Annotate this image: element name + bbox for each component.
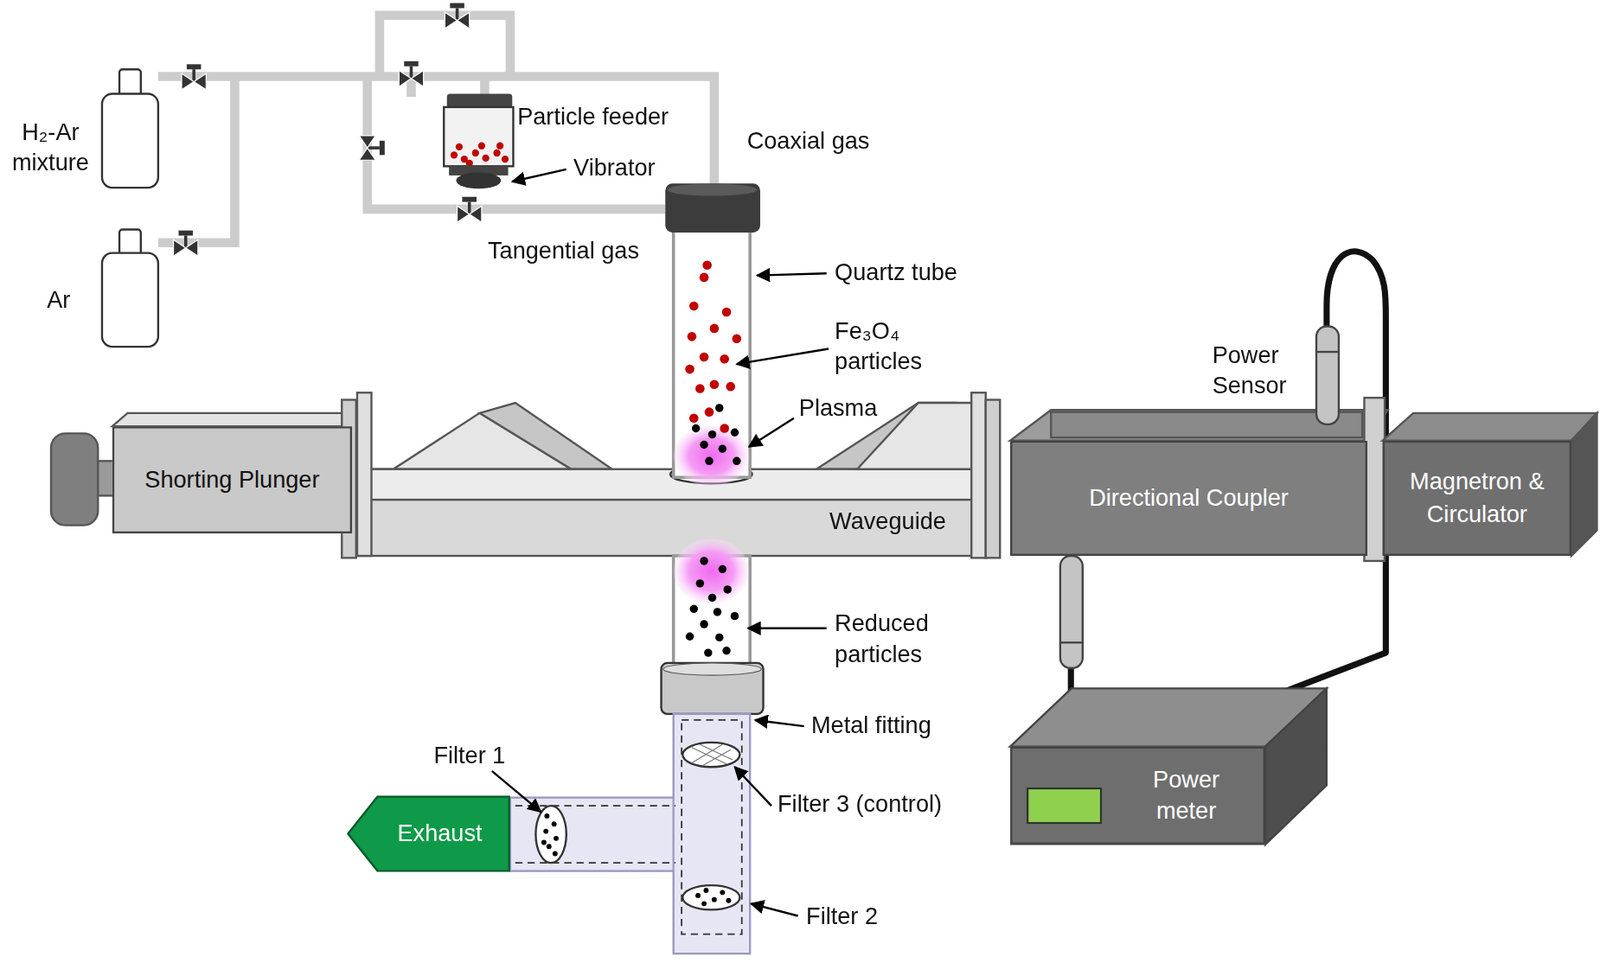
meter-display [1026,787,1102,825]
part-label: Filter 2 [806,902,878,933]
part-label: Plasma [799,393,877,424]
part-label: Quartz tube [834,258,958,289]
part-label: H₂-Ar mixture [1,117,99,180]
node-text: Waveguide [829,506,947,539]
gas-cylinders [102,69,159,347]
node-text: Directional Coupler [1088,482,1289,515]
part-label: Metal fitting [811,710,932,742]
gas-pipes [158,15,715,244]
valves [173,3,482,257]
node-text: Magnetron & Circulator [1392,467,1562,531]
part-label: Power Sensor [1212,340,1315,403]
magnetron-box: Magnetron & Circulator [1382,441,1572,557]
plunger-box: Shorting Plunger [112,426,352,534]
part-label: Coaxial gas [747,126,871,157]
waveguide-label-area: Waveguide [806,499,970,545]
exhaust-shape: Exhaust [346,795,511,872]
part-label: Fe₃O₄ particles [834,316,949,378]
node-text: Power meter [1139,764,1232,828]
filter-housing [510,714,750,954]
power-meter-box: Power meter [1010,747,1266,845]
part-label: Filter 3 (control) [777,789,942,820]
part-label: Reduced particles [834,608,949,671]
part-label: Ar [46,285,71,316]
part-label: Tangential gas [487,236,640,267]
waveguide-assembly [51,392,1597,562]
part-label: Vibrator [573,153,656,184]
quartz-tube [661,183,764,715]
leader-lines [492,273,829,916]
power-meter-body [1010,688,1327,845]
coupler-box: Directional Coupler [1010,441,1368,557]
part-label: Particle feeder [517,102,669,133]
node-text: Shorting Plunger [144,464,320,497]
part-label: Filter 1 [433,741,506,772]
node-text: Exhaust [396,818,482,851]
